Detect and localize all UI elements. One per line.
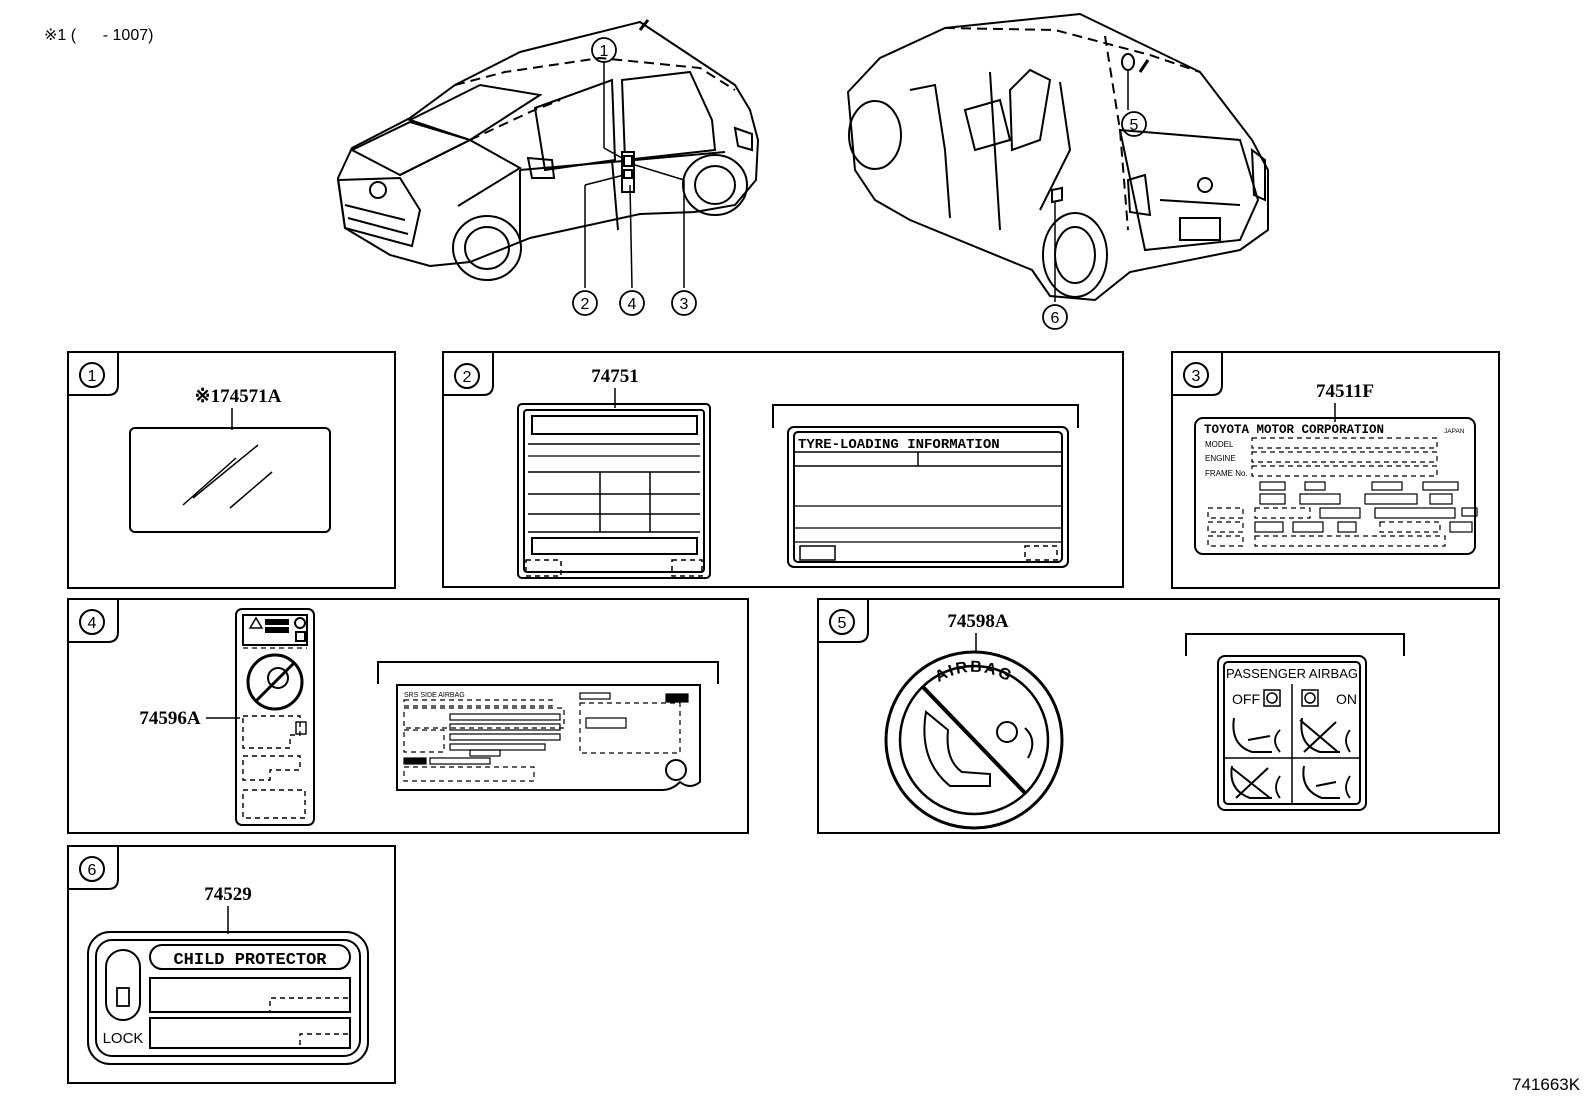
rear-car-illustration (846, 12, 1269, 302)
car-callouts: 1 2 4 3 5 6 (572, 37, 1147, 330)
part-number-74751: 74751 (591, 366, 639, 387)
panel-6-child-protector-label: 6 74529 CHILD PROTECTOR LOCK (67, 845, 396, 1084)
part-number-74598A: 74598A (947, 611, 1009, 632)
callout-2-car: 2 (572, 290, 598, 316)
plate-row-model: MODEL (1205, 440, 1234, 449)
panel-2-number: 2 (463, 369, 472, 386)
svg-text:AIRBAG: AIRBAG (932, 659, 1015, 686)
passenger-airbag-on: ON (1336, 691, 1357, 707)
svg-text:1: 1 (600, 43, 609, 60)
callout-4-car: 4 (619, 290, 645, 316)
front-car-illustration (336, 19, 760, 281)
panel-6-number: 6 (88, 862, 97, 879)
windshield-sticker-shape (129, 427, 331, 533)
drawing-code: 741663K (1512, 1075, 1581, 1094)
airbag-disc-text: AIRBAG (932, 659, 1013, 686)
panel-4-side-airbag-labels: 4 74596A SRS SIDE AIRBAG (67, 598, 749, 834)
sunvisor-warning-label (235, 608, 315, 826)
plate-row-frame: FRAME No. (1205, 469, 1248, 478)
airbag-disc-label: AIRBAG (884, 650, 1064, 830)
vehicle-id-plate (1194, 417, 1476, 555)
side-airbag-tag (396, 684, 701, 791)
plate-row-engine: ENGINE (1205, 454, 1236, 463)
svg-text:3: 3 (680, 296, 689, 313)
svg-text:4: 4 (628, 296, 637, 313)
child-protector-lock: LOCK (103, 1030, 144, 1047)
tyre-loading-sticker (787, 426, 1069, 568)
svg-text:6: 6 (1051, 310, 1060, 327)
passenger-airbag-title: PASSENGER AIRBAG (1226, 666, 1358, 681)
part-number-74529: 74529 (204, 884, 252, 905)
part-number-74511F: 74511F (1316, 381, 1374, 402)
callout-1-top: 1 (591, 37, 617, 63)
callout-5-car: 5 (1121, 111, 1147, 137)
front-car-leader-lines (584, 62, 685, 289)
passenger-airbag-off: OFF (1232, 691, 1260, 707)
svg-text:5: 5 (1130, 117, 1139, 134)
header-note: ※1 ( - 1007) (44, 27, 153, 44)
child-protector-title: CHILD PROTECTOR (173, 951, 327, 970)
part-number-74571A: ※174571A (195, 386, 282, 407)
callout-3-car: 3 (671, 290, 697, 316)
part-number-74596A: 74596A (139, 708, 201, 729)
passenger-airbag-label: PASSENGER AIRBAG OFF ON (1217, 655, 1367, 811)
svg-text:2: 2 (581, 296, 590, 313)
side-airbag-tag-title: SRS SIDE AIRBAG (404, 692, 465, 699)
panel-1-windshield-sticker: 1 ※174571A (67, 351, 396, 589)
rear-car-leader-lines (1054, 70, 1129, 302)
panel-4-number: 4 (88, 615, 97, 632)
panel-1-number: 1 (88, 368, 97, 385)
panel-3-number: 3 (1192, 368, 1201, 385)
plate-origin: JAPAN (1444, 428, 1465, 435)
panel-2-tyre-labels: 2 74751 TYRE-LOADING INFORMATION (442, 351, 1124, 588)
tire-pressure-plate (517, 403, 711, 579)
panel-3-vehicle-id-plate: 3 74511F TOYOTA MOTOR CORPORATION JAPAN … (1171, 351, 1500, 589)
panel-5-number: 5 (838, 615, 847, 632)
callout-6-car: 6 (1042, 304, 1068, 330)
plate-title: TOYOTA MOTOR CORPORATION (1204, 423, 1384, 437)
tyre-loading-title: TYRE-LOADING INFORMATION (798, 437, 1000, 453)
panel-5-passenger-airbag-labels: 5 74598A AIRBAG PASSENGER AIRBAG OFF (817, 598, 1500, 834)
